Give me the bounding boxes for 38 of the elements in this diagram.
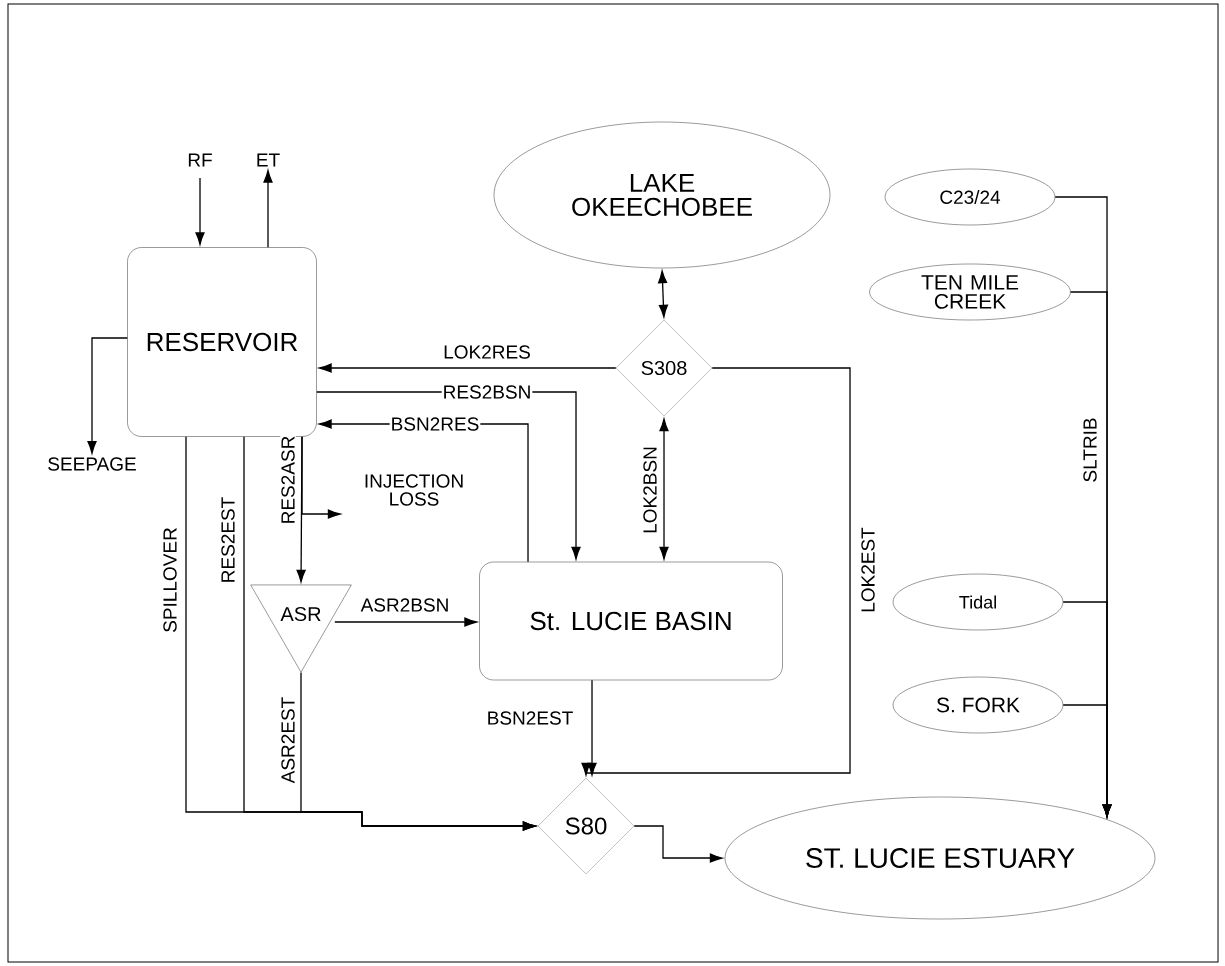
- text-label: INJECTION LOSS: [365, 474, 463, 506]
- arrow: [1062, 704, 1112, 818]
- process-box: St. LUCIE BASIN: [479, 561, 783, 681]
- text-label: SEEPAGE: [48, 457, 136, 471]
- text-label: RF: [188, 153, 212, 167]
- arrow: [658, 270, 669, 318]
- ellipse-node: Tidal: [892, 573, 1064, 631]
- ellipse-node: LAKE OKEECHOBEE: [493, 121, 831, 269]
- arrow: [659, 418, 669, 560]
- arrow: [587, 679, 597, 776]
- edge-label: LOK2BSN: [642, 445, 658, 535]
- edge-label: SPILLOVER: [162, 526, 178, 634]
- edge-label: RES2EST: [220, 495, 236, 585]
- text-label: ET: [257, 153, 280, 167]
- arrow: [633, 825, 723, 863]
- edge-label: SLTRIB: [1082, 416, 1098, 484]
- ellipse-node: S. FORK: [892, 676, 1064, 734]
- edge-label: BSN2EST: [485, 710, 575, 726]
- arrow: [319, 363, 617, 373]
- process-box: RESERVOIR: [127, 247, 317, 437]
- edge-label: LOK2EST: [860, 526, 876, 614]
- arrow: [195, 177, 205, 245]
- arrow: [301, 436, 341, 519]
- arrow: [334, 617, 477, 627]
- storage-triangle: ASR: [250, 584, 352, 673]
- edge-label: LOK2RES: [442, 344, 532, 360]
- edge-label: ASR2BSN: [359, 597, 451, 613]
- ellipse-node: C23/24: [884, 168, 1056, 226]
- arrow: [300, 671, 536, 831]
- edge-label: BSN2RES: [389, 416, 481, 432]
- edge-label: ASR2EST: [280, 695, 296, 785]
- arrow: [581, 367, 851, 776]
- ellipse-node: ST. LUCIE ESTUARY: [724, 796, 1156, 920]
- arrow: [263, 170, 273, 248]
- edge-label: RES2BSN: [441, 384, 533, 400]
- edge-label: RES2ASR: [280, 434, 296, 526]
- ellipse-node: TEN MILE CREEK: [869, 263, 1071, 321]
- arrow: [87, 337, 128, 454]
